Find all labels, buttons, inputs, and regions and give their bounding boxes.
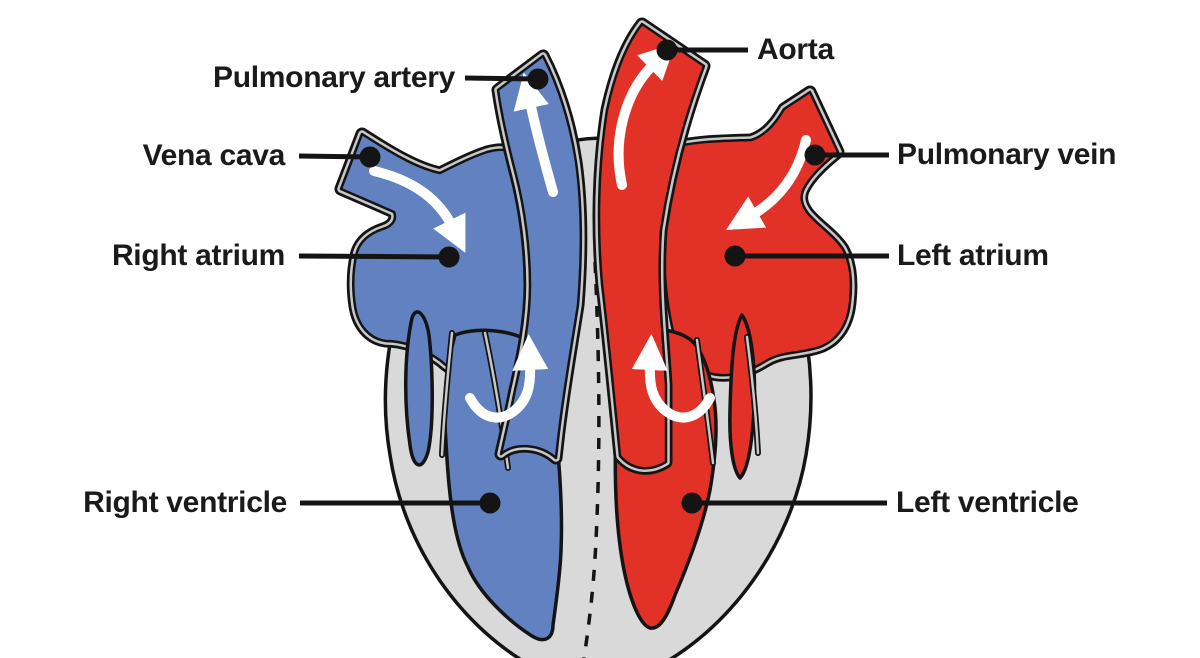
septum-midline xyxy=(582,261,601,658)
leader-dot-vena-cava xyxy=(359,146,381,168)
leader-line-right-atrium xyxy=(298,253,450,260)
label-pulmonary-vein: Pulmonary vein xyxy=(897,138,1117,171)
label-right-atrium: Right atrium xyxy=(111,239,285,272)
flow-arrow-pulmonary-artery-icon xyxy=(513,72,558,197)
label-right-ventricle: Right ventricle xyxy=(83,486,287,519)
flow-arrow-right-ventricle-icon xyxy=(465,334,549,423)
label-left-ventricle: Left ventricle xyxy=(896,486,1079,519)
label-left-atrium: Left atrium xyxy=(897,239,1049,272)
leader-dot-pulmonary-artery xyxy=(527,68,549,90)
leader-line-pulmonary-artery xyxy=(464,75,539,82)
left-atrium-pulmonary-vein-shape xyxy=(663,92,851,375)
label-pulmonary-artery: Pulmonary artery xyxy=(213,61,455,94)
flow-arrows xyxy=(369,43,811,423)
flow-arrow-aorta-icon xyxy=(613,43,676,190)
leader-dot-left-ventricle xyxy=(681,492,703,514)
flow-arrow-pulmonary-vein-icon xyxy=(726,135,811,231)
leader-dot-right-atrium xyxy=(438,246,460,268)
leader-dot-left-atrium xyxy=(724,245,746,267)
right-ventricle-papillary-shape xyxy=(403,310,434,467)
leader-lines xyxy=(298,39,889,514)
leader-line-vena-cava xyxy=(298,153,371,160)
flow-arrow-left-ventricle-icon xyxy=(631,334,715,423)
leader-dot-right-ventricle xyxy=(479,492,501,514)
label-vena-cava: Vena cava xyxy=(142,139,286,172)
leader-dot-aorta xyxy=(656,39,678,61)
label-aorta: Aorta xyxy=(757,33,834,66)
leader-dot-pulmonary-vein xyxy=(804,144,826,166)
flow-arrow-vena-cava-icon xyxy=(369,166,466,253)
